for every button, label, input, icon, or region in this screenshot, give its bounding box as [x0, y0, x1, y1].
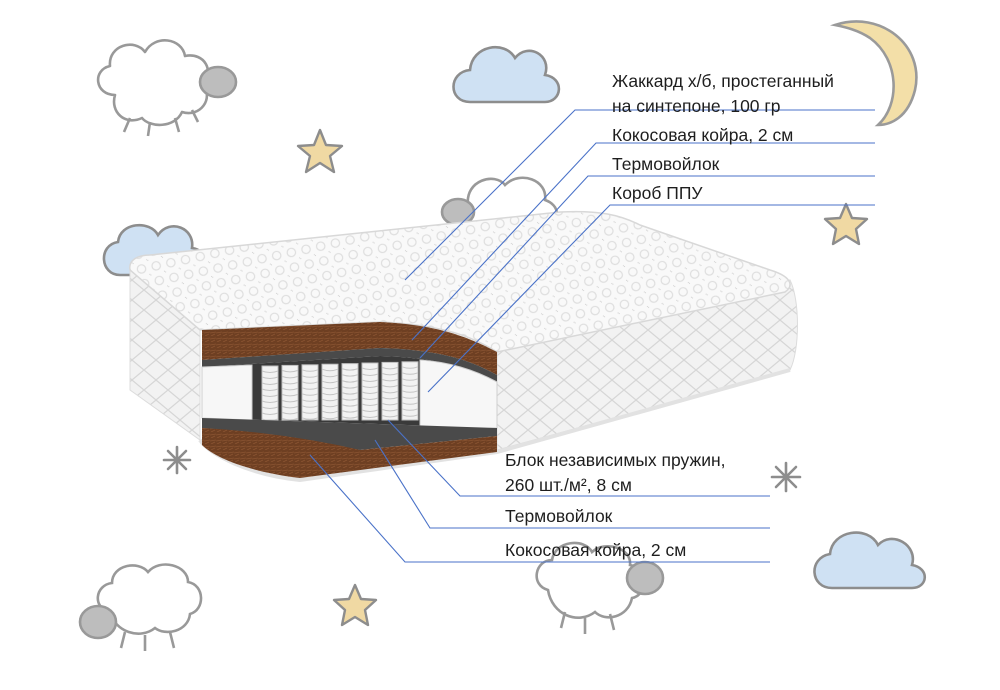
label-coconut-top: Кокосовая койра, 2 см: [612, 122, 793, 148]
star-icon: [334, 585, 376, 625]
cloud-icon: [454, 47, 559, 102]
sheep-icon: [80, 565, 201, 651]
snowflake-icon: [772, 463, 800, 491]
sheep-icon: [98, 40, 236, 136]
spring-coil: [282, 365, 298, 420]
label-springs-line2: 260 шт./м², 8 см: [505, 472, 632, 498]
spring-coil: [342, 364, 358, 420]
spring-coil: [322, 364, 338, 420]
mattress: [130, 212, 798, 480]
label-coconut-bottom: Кокосовая койра, 2 см: [505, 537, 686, 563]
mattress-cutaway: [202, 322, 497, 478]
label-felt-top: Термовойлок: [612, 151, 719, 177]
label-felt-bottom: Термовойлок: [505, 503, 612, 529]
spring-coil: [402, 362, 418, 420]
star-icon: [298, 130, 342, 172]
spring-coil: [382, 362, 398, 420]
snowflake-icon: [164, 447, 190, 473]
label-jacquard-line2: на синтепоне, 100 гр: [612, 93, 781, 119]
spring-coil: [302, 365, 318, 420]
label-jacquard-line1: Жаккард х/б, простеганный: [612, 68, 834, 94]
spring-coil: [362, 363, 378, 420]
label-ppu-box: Короб ППУ: [612, 180, 703, 206]
layer-ppu-box-left: [202, 365, 252, 420]
star-icon: [825, 204, 867, 244]
cloud-icon: [814, 533, 924, 588]
spring-coil: [262, 366, 278, 421]
label-springs-line1: Блок независимых пружин,: [505, 447, 726, 473]
